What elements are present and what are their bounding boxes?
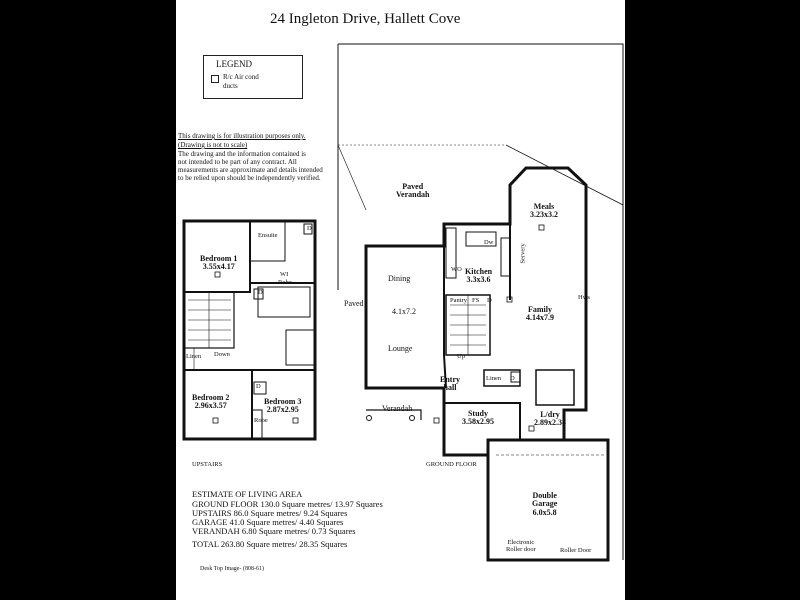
floor-plan-sheet: 24 Ingleton Drive, Hallett Cove LEGEND R… xyxy=(176,0,625,600)
door-label-d: D xyxy=(256,383,261,390)
estimate-line: GARAGE 41.0 Square metres/ 4.40 Squares xyxy=(192,517,344,527)
label-pantry: Pantry xyxy=(450,297,467,304)
label-paved: Paved xyxy=(344,299,364,308)
room-label-ensuite: Ensuite xyxy=(258,232,278,239)
air-duct-symbol-icon xyxy=(211,75,219,83)
room-label-lounge: Lounge xyxy=(388,344,413,353)
estimate-heading: ESTIMATE OF LIVING AREA xyxy=(192,489,303,499)
estimate-total: TOTAL 263.80 Square metres/ 28.35 Square… xyxy=(192,539,348,549)
disclaimer-line: (Drawing is not to scale) xyxy=(178,141,248,149)
floor-plan-drawing xyxy=(182,43,624,562)
disclaimer-line: measurements are approximate and details… xyxy=(178,166,323,174)
estimate-line: GROUND FLOOR 130.0 Square metres/ 13.97 … xyxy=(192,499,383,509)
disclaimer-line: to be relied upon should be independentl… xyxy=(178,174,321,182)
label-fs: FS xyxy=(472,297,480,304)
label-up: Up xyxy=(457,353,465,360)
door-label-d: D xyxy=(510,375,515,382)
image-credit: Desk Top Image- (808-61) xyxy=(200,566,264,572)
door-label-d: D xyxy=(487,297,492,304)
door-label-d: D xyxy=(307,225,312,232)
disclaimer-line: This drawing is for illustration purpose… xyxy=(178,132,306,140)
page-title: 24 Ingleton Drive, Hallett Cove xyxy=(270,11,461,27)
label-upstairs: UPSTAIRS xyxy=(192,461,223,468)
legend-box xyxy=(203,55,303,99)
room-label-verandah: Verandah xyxy=(382,404,413,413)
legend-title: LEGEND xyxy=(216,59,252,69)
label-linen: Linen xyxy=(486,375,502,382)
estimate-line: VERANDAH 6.80 Square metres/ 0.73 Square… xyxy=(192,526,356,536)
label-servery: Servery xyxy=(519,243,527,264)
disclaimer-line: The drawing and the information containe… xyxy=(178,150,306,158)
room-label-dining: Dining xyxy=(388,274,411,283)
label-roller-door: Roller Door xyxy=(560,547,592,554)
label-linen: Linen xyxy=(186,353,202,360)
label-robe: Robe xyxy=(254,417,268,424)
door-label-d: D xyxy=(258,289,263,296)
disclaimer-line: not intended to be part of any contract.… xyxy=(178,158,297,166)
label-ground-floor: GROUND FLOOR xyxy=(426,461,477,468)
room-size-dining-lounge: 4.1x7.2 xyxy=(392,307,416,316)
room-label-wi: WI xyxy=(280,271,289,278)
room-label-robe: Robe xyxy=(278,279,292,286)
legend-item-line1: R/c Air cond xyxy=(223,73,259,81)
legend-item-line2: ducts xyxy=(223,82,238,90)
label-wo: WO xyxy=(451,266,462,273)
label-down: Down xyxy=(214,351,230,358)
label-hws: Hws xyxy=(578,294,590,301)
estimate-line: UPSTAIRS 86.0 Square metres/ 9.24 Square… xyxy=(192,508,348,518)
label-dw: Dw xyxy=(484,239,494,246)
